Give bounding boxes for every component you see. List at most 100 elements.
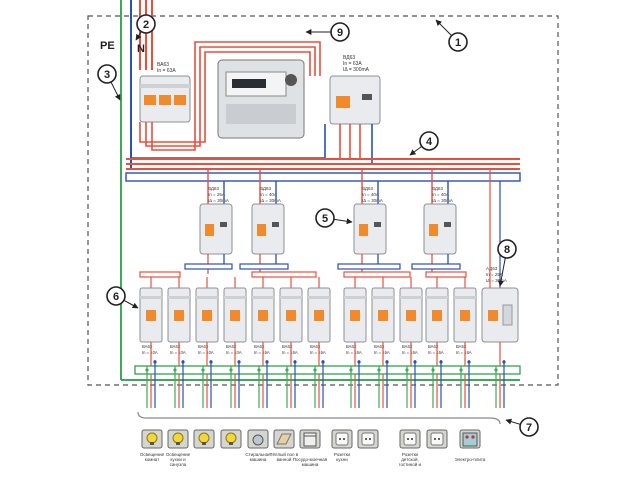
pe-label: PE	[100, 40, 115, 52]
stove-icon	[459, 429, 481, 449]
bulb-icon	[220, 429, 242, 449]
input-breaker-rating: In = 63A	[157, 68, 176, 74]
callout-3: 3	[97, 64, 121, 101]
bulb-icon	[193, 429, 215, 449]
input-rcd-leak: IΔ = 300mA	[343, 67, 370, 73]
socket-icon	[426, 429, 448, 449]
load-item	[220, 429, 242, 449]
rcd-leak: IΔ = 30mA	[362, 198, 383, 203]
rcd-rating: In = 40A	[432, 192, 449, 197]
load-item	[426, 429, 448, 449]
electricity-meter	[217, 59, 305, 139]
callout-number: 6	[113, 291, 119, 303]
phase-comb	[425, 271, 467, 278]
neutral-comb	[239, 263, 289, 270]
callout-9: 9	[305, 22, 350, 42]
output-bars	[121, 365, 521, 381]
breaker-rating: In = 10A	[198, 350, 214, 355]
callout-number: 4	[426, 136, 433, 148]
breaker-model: ВА63	[226, 344, 237, 349]
neutral-comb	[184, 263, 233, 270]
callout-number: 5	[322, 213, 328, 225]
callout-4: 4	[409, 131, 439, 156]
input-rcd-rating: In = 63A	[343, 61, 362, 67]
callout-2: 2	[135, 14, 156, 41]
input-breaker-model: ВА63	[157, 62, 169, 68]
rcd-leak: IΔ = 30mA	[208, 198, 229, 203]
dishwasher-icon	[299, 429, 321, 449]
breaker-rating: In = 16A	[346, 350, 362, 355]
bus-bars	[125, 158, 521, 182]
input-rcd-model: ВД63	[343, 55, 355, 61]
rcd-rating: In = 40A	[260, 192, 277, 197]
load-item: Электро-плита	[455, 429, 486, 462]
breaker-model: ВА63	[428, 344, 439, 349]
breaker-model: ВА63	[254, 344, 265, 349]
n-label: N	[137, 43, 145, 55]
difavtomat-rating: In = 25A	[486, 272, 503, 277]
rcd-model: ВД63	[260, 186, 271, 191]
callout-5: 5	[315, 208, 353, 228]
rcd-model: ВД63	[208, 186, 219, 191]
breaker-model: ВА63	[142, 344, 153, 349]
callout-number: 3	[104, 69, 110, 81]
rcd-model: ВД63	[362, 186, 373, 191]
breaker-rating: In = 16A	[282, 350, 298, 355]
socket-icon	[331, 429, 353, 449]
breaker-rating: In = 16A	[428, 350, 444, 355]
callout-7: 7	[505, 417, 539, 437]
load-item	[357, 429, 379, 449]
breaker-model: ВА63	[282, 344, 293, 349]
callout-number: 8	[504, 244, 510, 256]
callout-number: 9	[337, 27, 343, 39]
rcd-leak: IΔ = 30mA	[260, 198, 281, 203]
breaker-rating: In = 16A	[374, 350, 390, 355]
socket-icon	[357, 429, 379, 449]
breaker-model: ВА63	[456, 344, 467, 349]
breaker-rating: In = 16A	[402, 350, 418, 355]
breaker-model: ВА63	[374, 344, 385, 349]
difavtomat-model: АД63	[486, 266, 498, 271]
breaker-rating: In = 10A	[142, 350, 158, 355]
warm-floor-icon	[273, 429, 295, 449]
breaker-rating: In = 16A	[456, 350, 472, 355]
load-item	[193, 429, 215, 449]
rcd-rating: In = 25A	[208, 192, 225, 197]
load-label: Электро-плита	[455, 457, 486, 462]
difavtomat-leak: IΔ = 30mA	[486, 278, 507, 283]
breaker-rating: In = 10A	[226, 350, 242, 355]
phase-comb	[251, 271, 317, 278]
rcd-leak: IΔ = 30mA	[432, 198, 453, 203]
callout-1: 1	[435, 19, 468, 52]
callout-number: 7	[526, 422, 532, 434]
breaker-rating: In = 16A	[310, 350, 326, 355]
breaker-rating: In = 16A	[254, 350, 270, 355]
